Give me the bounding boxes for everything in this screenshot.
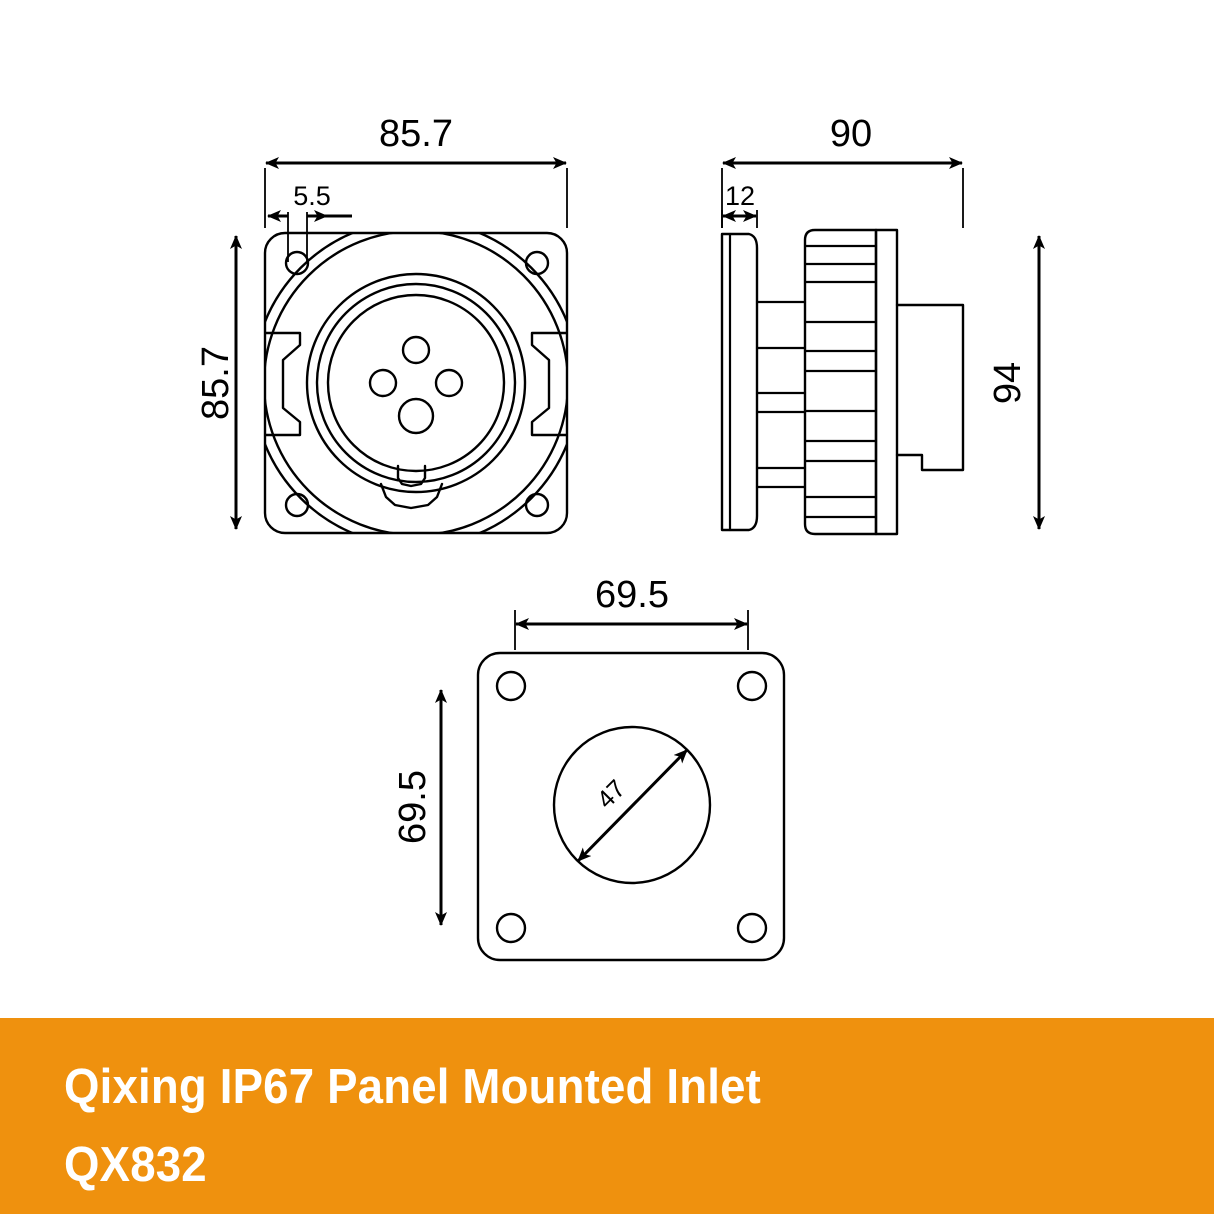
front-flange-outline xyxy=(263,231,569,535)
dimension-cutout-diameter xyxy=(576,748,689,863)
side-ribbed-body xyxy=(803,228,878,536)
front-keyway-inner xyxy=(396,464,427,488)
front-keyway-outer xyxy=(379,482,444,510)
label-cutout-width: 69.5 xyxy=(595,574,669,616)
side-rear-housing xyxy=(895,303,965,472)
front-contact-ring xyxy=(326,293,506,473)
dimension-side-depth xyxy=(721,157,964,228)
front-pin-top xyxy=(401,335,431,365)
cutout-hole-tr xyxy=(736,670,768,702)
front-notch-right xyxy=(530,331,568,437)
dimension-cutout-width xyxy=(514,610,749,650)
side-hinge-mid xyxy=(755,391,807,414)
side-hinge-upper xyxy=(755,300,807,350)
side-cap-outline xyxy=(720,232,759,532)
front-mid-ring-inner xyxy=(315,282,517,484)
front-mount-hole-tl xyxy=(284,250,310,276)
front-mount-hole-bl xyxy=(284,492,310,518)
label-cutout-diameter: 47 xyxy=(592,775,631,814)
label-cap-thickness: 12 xyxy=(725,181,755,211)
product-model: QX832 xyxy=(64,1138,207,1192)
label-front-width: 85.7 xyxy=(379,113,453,155)
label-cutout-height: 69.5 xyxy=(392,770,434,844)
label-side-depth: 90 xyxy=(830,113,872,155)
panel-cutout-view xyxy=(435,610,786,962)
cutout-hole-tl xyxy=(495,670,527,702)
front-notch-left xyxy=(264,331,302,437)
label-hole-offset: 5.5 xyxy=(293,181,331,211)
label-flange-height: 94 xyxy=(987,362,1029,404)
side-hinge-lower xyxy=(755,466,807,489)
product-title: Qixing IP67 Panel Mounted Inlet xyxy=(64,1060,762,1114)
side-mounting-plate xyxy=(874,228,899,536)
dimension-cap-thickness xyxy=(721,210,758,228)
front-pin-bottom xyxy=(397,397,435,435)
label-front-height: 85.7 xyxy=(195,346,237,420)
cutout-hole-br xyxy=(736,912,768,944)
cutout-panel-outline xyxy=(476,651,786,962)
front-view xyxy=(230,157,569,535)
front-pin-left xyxy=(368,368,398,398)
front-mount-hole-br xyxy=(524,492,550,518)
dimension-front-width xyxy=(264,157,568,228)
cutout-hole-bl xyxy=(495,912,527,944)
front-mount-hole-tr xyxy=(524,250,550,276)
front-pin-right xyxy=(434,368,464,398)
front-mid-ring xyxy=(305,272,527,494)
side-rib-lines xyxy=(804,244,878,519)
product-title-banner: Qixing IP67 Panel Mounted Inlet QX832 xyxy=(0,1018,1214,1214)
cutout-center-circle xyxy=(552,725,712,885)
dimension-hole-offset xyxy=(267,210,352,262)
side-view xyxy=(720,157,1045,536)
